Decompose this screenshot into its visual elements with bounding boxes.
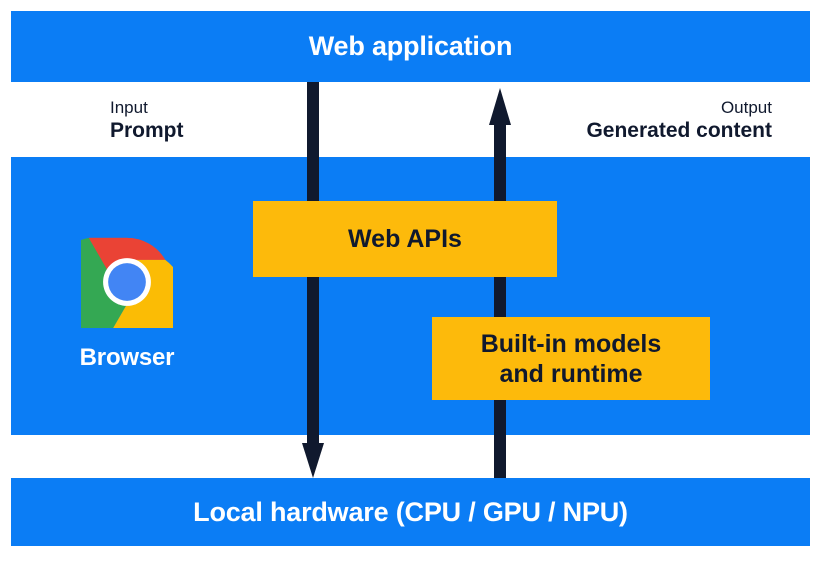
layer-local-hardware-label: Local hardware (CPU / GPU / NPU) <box>193 496 628 527</box>
annotation-output: Output Generated content <box>586 98 772 144</box>
box-web-apis: Web APIs <box>253 201 557 277</box>
layer-local-hardware: Local hardware (CPU / GPU / NPU) <box>11 478 810 546</box>
layer-web-application: Web application <box>11 11 810 82</box>
annotation-input-value: Prompt <box>110 119 184 143</box>
layer-browser-label: Browser <box>79 344 175 371</box>
browser-group: Browser <box>62 236 192 372</box>
annotation-output-value: Generated content <box>586 119 772 143</box>
annotation-input-kicker: Input <box>110 98 148 117</box>
chrome-logo-icon <box>81 237 173 328</box>
box-web-apis-label: Web APIs <box>348 224 462 253</box>
box-builtin-models: Built-in models and runtime <box>432 317 710 400</box>
layer-web-application-label: Web application <box>308 31 513 61</box>
annotation-input: Input Prompt <box>110 98 184 144</box>
box-builtin-models-label: Built-in models and runtime <box>480 329 662 388</box>
annotation-output-kicker: Output <box>720 98 772 117</box>
